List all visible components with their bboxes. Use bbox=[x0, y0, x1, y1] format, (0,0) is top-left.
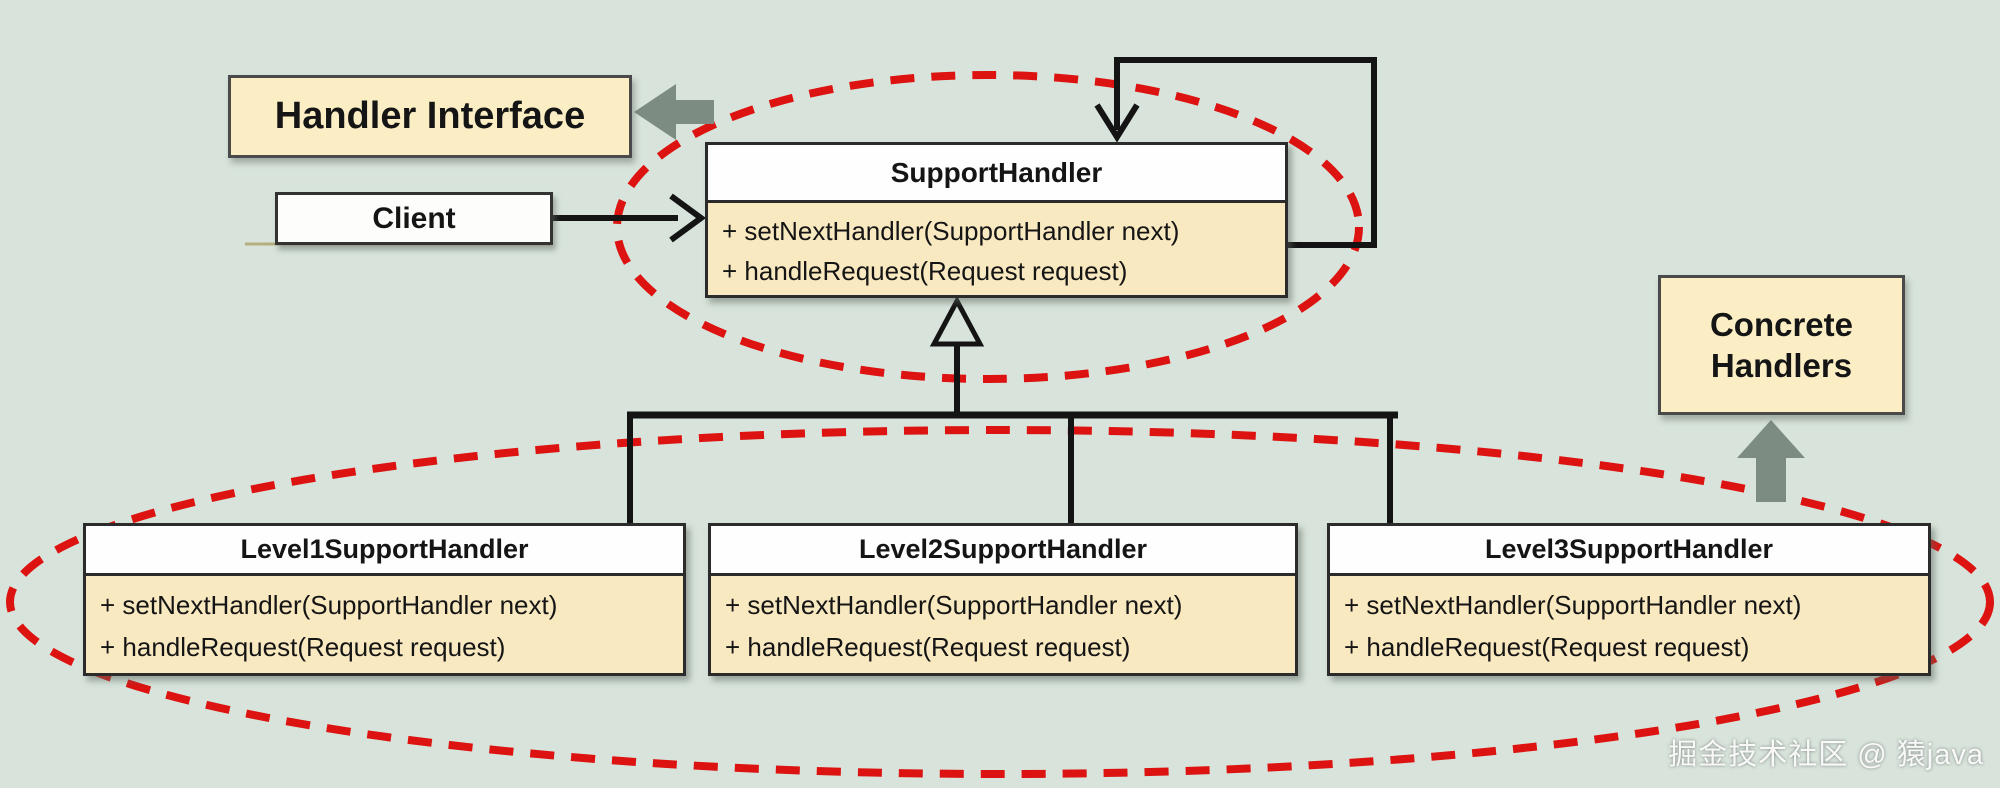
class-title: SupportHandler bbox=[708, 145, 1285, 203]
class-level3supporthandler: Level3SupportHandler + setNextHandler(Su… bbox=[1327, 523, 1931, 676]
client-box: Client bbox=[275, 192, 553, 245]
watermark: 掘金技术社区 @ 猿java bbox=[1668, 739, 1984, 771]
class-methods: + setNextHandler(SupportHandler next) + … bbox=[708, 203, 1285, 291]
class-level2supporthandler: Level2SupportHandler + setNextHandler(Su… bbox=[708, 523, 1298, 676]
self-reference-loop bbox=[1114, 57, 1377, 248]
handler-interface-label: Handler Interface bbox=[228, 75, 632, 158]
method: + handleRequest(Request request) bbox=[1344, 632, 1750, 662]
class-methods: + setNextHandler(SupportHandler next) + … bbox=[711, 576, 1295, 668]
class-title: Level1SupportHandler bbox=[86, 526, 683, 576]
class-supporthandler: SupportHandler + setNextHandler(SupportH… bbox=[705, 142, 1288, 298]
method: + handleRequest(Request request) bbox=[725, 632, 1131, 662]
class-title: Level3SupportHandler bbox=[1330, 526, 1928, 576]
concrete-handlers-arrow-icon bbox=[1737, 420, 1805, 502]
client-association-arrowhead-icon bbox=[669, 193, 707, 243]
concrete-handlers-label: Concrete Handlers bbox=[1658, 275, 1905, 415]
class-methods: + setNextHandler(SupportHandler next) + … bbox=[86, 576, 683, 668]
class-title: Level2SupportHandler bbox=[711, 526, 1295, 576]
class-level1supporthandler: Level1SupportHandler + setNextHandler(Su… bbox=[83, 523, 686, 676]
method: + setNextHandler(SupportHandler next) bbox=[722, 216, 1180, 246]
method: + handleRequest(Request request) bbox=[100, 632, 506, 662]
method: + setNextHandler(SupportHandler next) bbox=[725, 590, 1183, 620]
method: + setNextHandler(SupportHandler next) bbox=[100, 590, 558, 620]
method: + handleRequest(Request request) bbox=[722, 256, 1128, 286]
handler-interface-ellipse bbox=[613, 71, 1363, 383]
method: + setNextHandler(SupportHandler next) bbox=[1344, 590, 1802, 620]
concrete-handlers-ellipse bbox=[6, 426, 1994, 778]
handler-interface-arrow-icon bbox=[634, 84, 714, 140]
class-methods: + setNextHandler(SupportHandler next) + … bbox=[1330, 576, 1928, 668]
self-reference-arrowhead-icon bbox=[1094, 103, 1140, 143]
generalization-triangle-icon bbox=[929, 295, 985, 347]
